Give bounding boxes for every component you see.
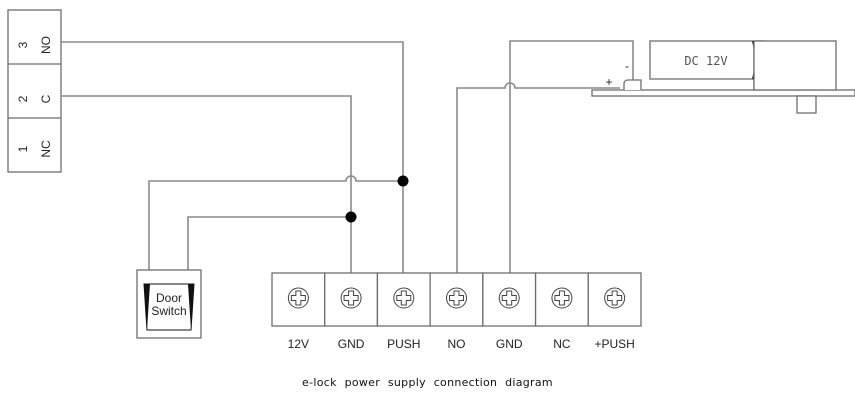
door-switch-label-line1: Door [156,291,182,305]
screw-icon [340,287,362,309]
lock-minus-label: - [625,59,629,73]
relay-terminal-block: 3 NO 2 C 1 NC [7,9,62,173]
relay-pin-label: NO [39,36,53,54]
electric-lock: DC 12V - + [591,40,855,114]
diagram-caption: e-lock power supply connection diagram [302,376,553,389]
lock-plus-label: + [605,75,612,89]
door-switch: Door Switch [136,269,202,339]
relay-pin-label: C [39,94,53,103]
wire-door-switch-b [187,216,351,270]
relay-pin-number: 3 [16,41,30,48]
lock-body [649,40,765,80]
screw-icon [393,287,415,309]
terminal-cell: +PUSH [587,272,642,351]
terminal-cell-outline [482,272,537,327]
relay-pin-number: 1 [16,145,30,152]
wire-c-to-gnd [61,95,352,273]
terminal-label: NO [448,337,466,351]
relay-block-outline [7,9,62,173]
wires [61,40,634,273]
screw-icon [604,287,626,309]
lock-plus-terminal [623,79,642,90]
wire-gnd-to-lock-minus [509,40,634,273]
terminal-label: 12V [288,337,309,351]
screw-icon [446,287,467,309]
terminal-cell: PUSH [376,272,431,351]
screw-icon [551,287,573,309]
terminal-label: GND [496,337,523,351]
junction-dot [345,211,357,223]
wire-no-to-lock-plus [456,82,620,273]
terminal-label: GND [338,337,365,351]
power-supply-terminal-block: 12V GND PUSH NO GND NC +PUSH [271,272,642,351]
terminal-cell: NC [534,272,589,351]
lock-base-plate [591,89,855,97]
door-switch-label-line2: Switch [151,304,186,318]
terminal-cell: GND [324,272,379,351]
lock-voltage-label: DC 12V [684,54,727,68]
terminal-cell-outline [376,272,431,327]
junction-dot [397,175,409,187]
wire-no-to-push [61,41,404,273]
terminal-label: +PUSH [594,337,634,351]
screw-icon [287,287,309,309]
terminal-cell: NO [429,272,484,351]
lock-strike [796,95,817,114]
relay-pin-number: 2 [16,95,30,102]
relay-pin-label: NC [39,140,53,158]
terminal-cell: 12V [271,272,326,351]
screw-icon [498,287,520,309]
terminal-cell: GND [482,272,537,351]
terminal-label: NC [553,337,571,351]
wire-door-switch-a [148,175,403,270]
lock-bolt-housing [753,40,837,91]
terminal-label: PUSH [387,337,420,351]
